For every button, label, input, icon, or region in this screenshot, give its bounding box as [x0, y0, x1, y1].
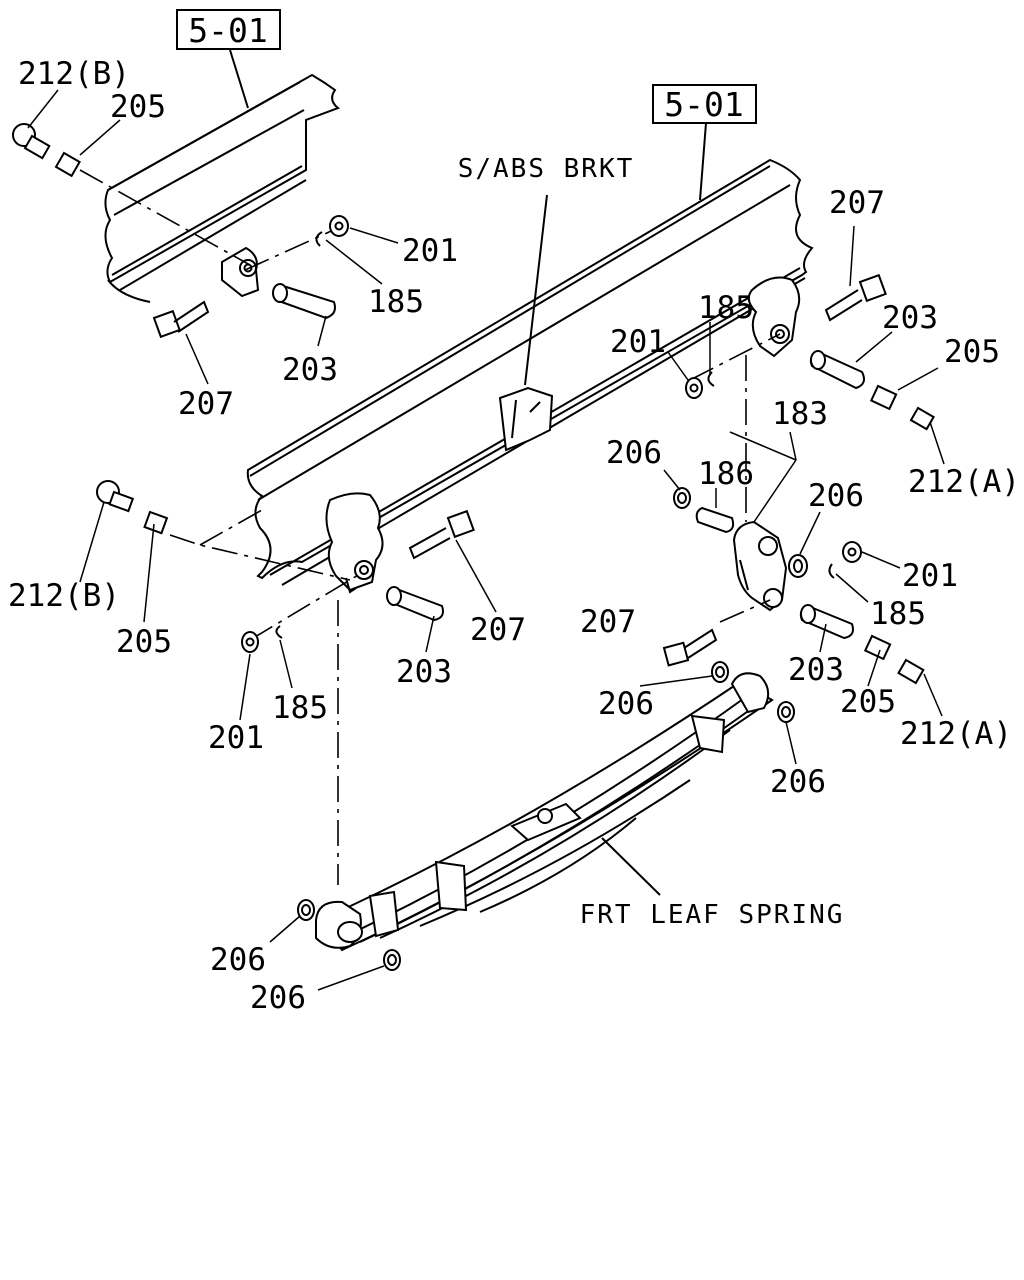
- label-203-top[interactable]: 203: [282, 352, 338, 388]
- label-186[interactable]: 186: [698, 456, 754, 492]
- label-207-mid[interactable]: 207: [470, 612, 526, 648]
- label-212b-top[interactable]: 212(B): [18, 56, 130, 92]
- grease-nipple-212a-right: [909, 406, 935, 431]
- bolt-207-top: [152, 300, 210, 339]
- label-205-right[interactable]: 205: [944, 334, 1000, 370]
- snap-ring-185-shackle: [828, 563, 835, 579]
- bolt-207-right: [824, 273, 887, 322]
- nut-201-shackle: [842, 541, 862, 563]
- label-207-shackle[interactable]: 207: [580, 604, 636, 640]
- label-206-d[interactable]: 206: [770, 764, 826, 800]
- label-201-mid[interactable]: 201: [208, 720, 264, 756]
- label-212a-right[interactable]: 212(A): [908, 464, 1020, 500]
- washer-206-c: [711, 661, 729, 683]
- label-185-shackle[interactable]: 185: [870, 596, 926, 632]
- frame-ref-box-left[interactable]: 5-01: [176, 9, 281, 50]
- bolt-205-right: [869, 384, 898, 411]
- pin-203-mid: [386, 586, 444, 622]
- upper-hanger: [221, 246, 260, 298]
- pin-203-top: [272, 283, 336, 320]
- grease-nipple-212b-left: [96, 480, 135, 513]
- washer-206-a: [673, 487, 691, 509]
- label-201-right[interactable]: 201: [610, 324, 666, 360]
- bolt-205-left: [143, 510, 169, 535]
- label-203-right[interactable]: 203: [882, 300, 938, 336]
- leader-lines: [27, 89, 945, 991]
- label-203-mid[interactable]: 203: [396, 654, 452, 690]
- bolt-207-mid: [408, 509, 475, 560]
- pin-203-shackle: [799, 604, 854, 640]
- frame-ref-box-right[interactable]: 5-01: [652, 84, 757, 124]
- label-205-shackle[interactable]: 205: [840, 684, 896, 720]
- callout-labels: 212(B) 205 201 185 203 207 207 185 201 2…: [8, 56, 1020, 1016]
- label-201-shackle[interactable]: 201: [902, 558, 958, 594]
- grease-nipple-212a-shackle: [897, 658, 925, 685]
- nut-201-right: [685, 377, 703, 399]
- label-205-top[interactable]: 205: [110, 89, 166, 125]
- bolt-205-top: [54, 151, 81, 178]
- abs-bracket: [498, 386, 554, 452]
- label-207-top[interactable]: 207: [178, 386, 234, 422]
- label-206-f[interactable]: 206: [250, 980, 306, 1016]
- snap-ring-185-mid: [275, 625, 283, 639]
- grease-nipple-212b-top: [12, 123, 51, 160]
- label-206-c[interactable]: 206: [598, 686, 654, 722]
- label-212a-shackle[interactable]: 212(A): [900, 716, 1012, 752]
- snap-ring-185-right: [707, 371, 715, 387]
- leaf-spring: [315, 672, 774, 952]
- label-206-e[interactable]: 206: [210, 942, 266, 978]
- upper-frame-section: [104, 73, 340, 303]
- bushing-186: [695, 506, 735, 534]
- label-201-top[interactable]: 201: [402, 233, 458, 269]
- label-212b-left[interactable]: 212(B): [8, 578, 120, 614]
- svg-text:5-01: 5-01: [188, 11, 267, 50]
- rear-spring-hanger: [747, 276, 801, 358]
- abs-bracket-label[interactable]: S/ABS BRKT: [458, 154, 635, 184]
- label-185-right[interactable]: 185: [698, 290, 754, 326]
- washer-206-d: [777, 701, 795, 723]
- spring-shackle: [732, 520, 788, 612]
- label-185-mid[interactable]: 185: [272, 690, 328, 726]
- label-206-a[interactable]: 206: [606, 435, 662, 471]
- nut-201-mid: [241, 631, 259, 653]
- snap-ring-185-top: [315, 231, 323, 247]
- bolt-207-shackle: [662, 628, 718, 667]
- label-205-left[interactable]: 205: [116, 624, 172, 660]
- nut-201-top: [329, 215, 349, 237]
- label-185-top[interactable]: 185: [368, 284, 424, 320]
- washer-206-f: [383, 949, 401, 971]
- leaf-spring-label[interactable]: FRT LEAF SPRING: [580, 900, 845, 930]
- label-206-b[interactable]: 206: [808, 478, 864, 514]
- washer-206-b: [788, 554, 808, 578]
- bolt-205-shackle: [863, 634, 892, 661]
- svg-text:5-01: 5-01: [664, 85, 743, 124]
- front-spring-hanger: [325, 492, 384, 594]
- label-183[interactable]: 183: [772, 396, 828, 432]
- washer-206-e: [297, 899, 315, 921]
- label-207-right[interactable]: 207: [829, 185, 885, 221]
- label-203-shackle[interactable]: 203: [788, 652, 844, 688]
- pin-203-right: [809, 350, 865, 390]
